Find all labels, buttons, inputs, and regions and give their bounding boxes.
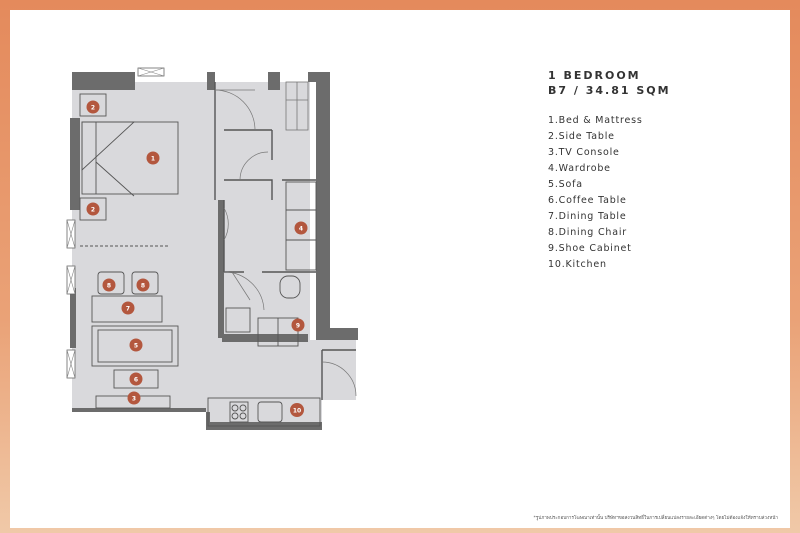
wall-top-left: [72, 72, 135, 90]
wall-bottom: [72, 408, 322, 430]
floor-area: [72, 82, 356, 428]
legend-item: 7.Dining Table: [548, 211, 627, 222]
marker-shoe-cabinet: 9: [291, 318, 305, 332]
svg-text:9: 9: [296, 323, 300, 330]
wall-left-lower: [70, 288, 76, 348]
dining-chair-1: [97, 271, 125, 295]
marker-wardrobe: 4: [294, 221, 308, 235]
legend-item: 6.Coffee Table: [548, 195, 627, 206]
legend-item: 9.Shoe Cabinet: [548, 243, 632, 254]
marker-sofa: 5: [129, 338, 143, 352]
furniture-legend: 1.Bed & Mattress 2.Side Table 3.TV Conso…: [548, 113, 643, 273]
side-table-top: [79, 93, 107, 117]
svg-text:2: 2: [91, 105, 95, 112]
wall-bath-bottom: [222, 334, 308, 342]
kitchen-counter: [207, 397, 321, 427]
svg-text:8: 8: [107, 283, 111, 290]
legend-item: 1.Bed & Mattress: [548, 115, 643, 126]
legend-item: 2.Side Table: [548, 131, 615, 142]
marker-side-table-bottom: 2: [86, 202, 100, 216]
floor-plan-card: 1 2 2 3 4 5 6 7 8 8 9 10 1 BEDROOM B7 / …: [10, 10, 790, 528]
unit-code-area: B7 / 34.81 SQM: [548, 84, 671, 97]
floor-plan: 1 2 2 3 4 5 6 7 8 8 9 10: [66, 67, 358, 430]
marker-kitchen: 10: [290, 403, 304, 417]
legend-item: 8.Dining Chair: [548, 227, 627, 238]
svg-text:3: 3: [132, 396, 136, 403]
legend-item: 5.Sofa: [548, 179, 583, 190]
svg-text:6: 6: [134, 377, 138, 384]
toilet: [279, 275, 301, 299]
dining-table: [91, 295, 163, 323]
legend-item: 4.Wardrobe: [548, 163, 611, 174]
svg-text:4: 4: [299, 226, 303, 233]
wardrobe: [285, 181, 317, 271]
svg-text:7: 7: [126, 306, 130, 313]
legend-item: 3.TV Console: [548, 147, 620, 158]
wall-top-corner: [207, 72, 215, 90]
wall-bath-left: [218, 200, 224, 338]
wall-left-upper: [70, 118, 80, 210]
disclaimer-footnote: *รูปภาพประกอบการโฆษณาเท่านั้น บริษัทฯขอส…: [533, 516, 778, 521]
svg-text:10: 10: [293, 408, 301, 415]
legend-item: 10.Kitchen: [548, 259, 607, 270]
marker-side-table-top: 2: [86, 100, 100, 114]
marker-dining-chair-1: 8: [102, 278, 116, 292]
svg-text:2: 2: [91, 207, 95, 214]
side-table-bottom: [79, 197, 107, 221]
marker-bed: 1: [146, 151, 160, 165]
coffee-table: [113, 369, 159, 389]
marker-tv-console: 3: [127, 391, 141, 405]
svg-text:1: 1: [151, 156, 155, 163]
svg-text:8: 8: [141, 283, 145, 290]
unit-type-title: 1 BEDROOM: [548, 69, 641, 82]
marker-dining-chair-2: 8: [136, 278, 150, 292]
marker-dining-table: 7: [121, 301, 135, 315]
sofa: [91, 325, 179, 367]
wall-right-outer: [308, 72, 358, 340]
marker-coffee-table: 6: [129, 372, 143, 386]
svg-text:5: 5: [134, 343, 138, 350]
wall-top-right: [268, 72, 280, 90]
basin: [225, 307, 251, 333]
dining-chair-2: [131, 271, 159, 295]
